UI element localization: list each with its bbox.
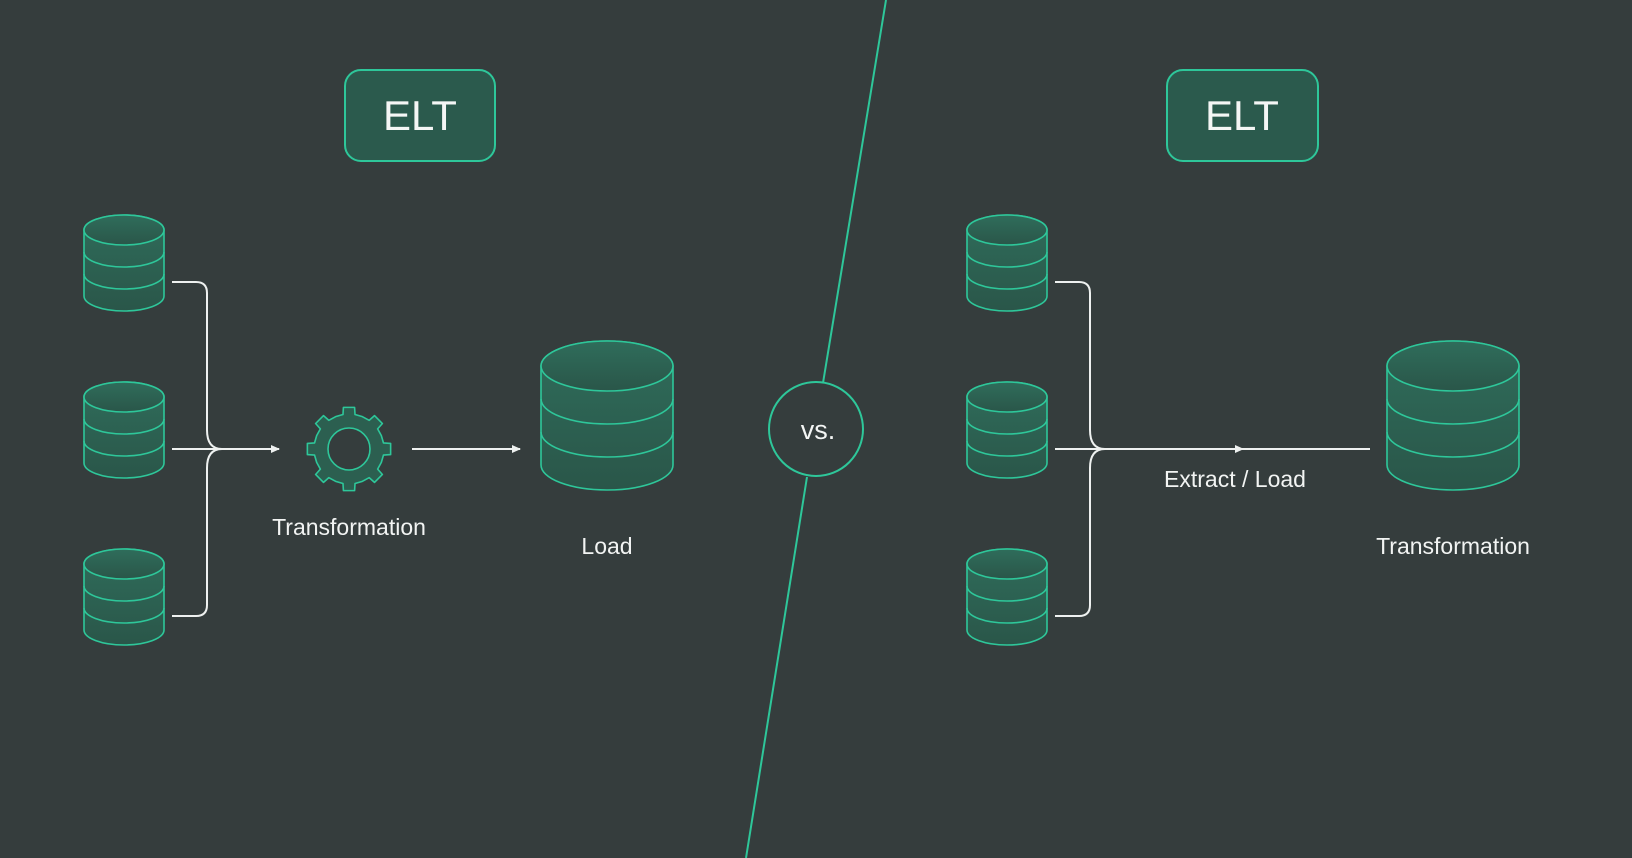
left-source-db-3 — [83, 548, 165, 646]
right-title-badge: ELT — [1166, 69, 1319, 162]
divider-line-top — [822, 0, 887, 384]
vs-label: vs. — [801, 415, 836, 445]
left-title: ELT — [383, 92, 457, 139]
left-panel: ELT Transformation Load — [83, 69, 674, 646]
right-destination-db — [1386, 340, 1520, 491]
divider-line-bottom — [745, 476, 808, 858]
left-gear-icon — [306, 406, 392, 492]
left-title-badge: ELT — [344, 69, 496, 162]
right-source-db-3 — [966, 548, 1048, 646]
right-title: ELT — [1205, 92, 1279, 139]
right-flow-label: Extract / Load — [1164, 466, 1306, 492]
right-transform-label: Transformation — [1376, 533, 1530, 559]
left-destination-db — [540, 340, 674, 491]
left-transform-label: Transformation — [272, 514, 426, 540]
left-source-db-1 — [83, 214, 165, 312]
left-source-db-2 — [83, 381, 165, 479]
vs-badge: vs. — [768, 381, 864, 477]
right-source-db-2 — [966, 381, 1048, 479]
right-source-db-1 — [966, 214, 1048, 312]
right-merge-bracket — [1055, 281, 1106, 617]
left-load-label: Load — [581, 533, 632, 559]
right-panel: ELT Extract / Load Transformation — [966, 69, 1530, 646]
